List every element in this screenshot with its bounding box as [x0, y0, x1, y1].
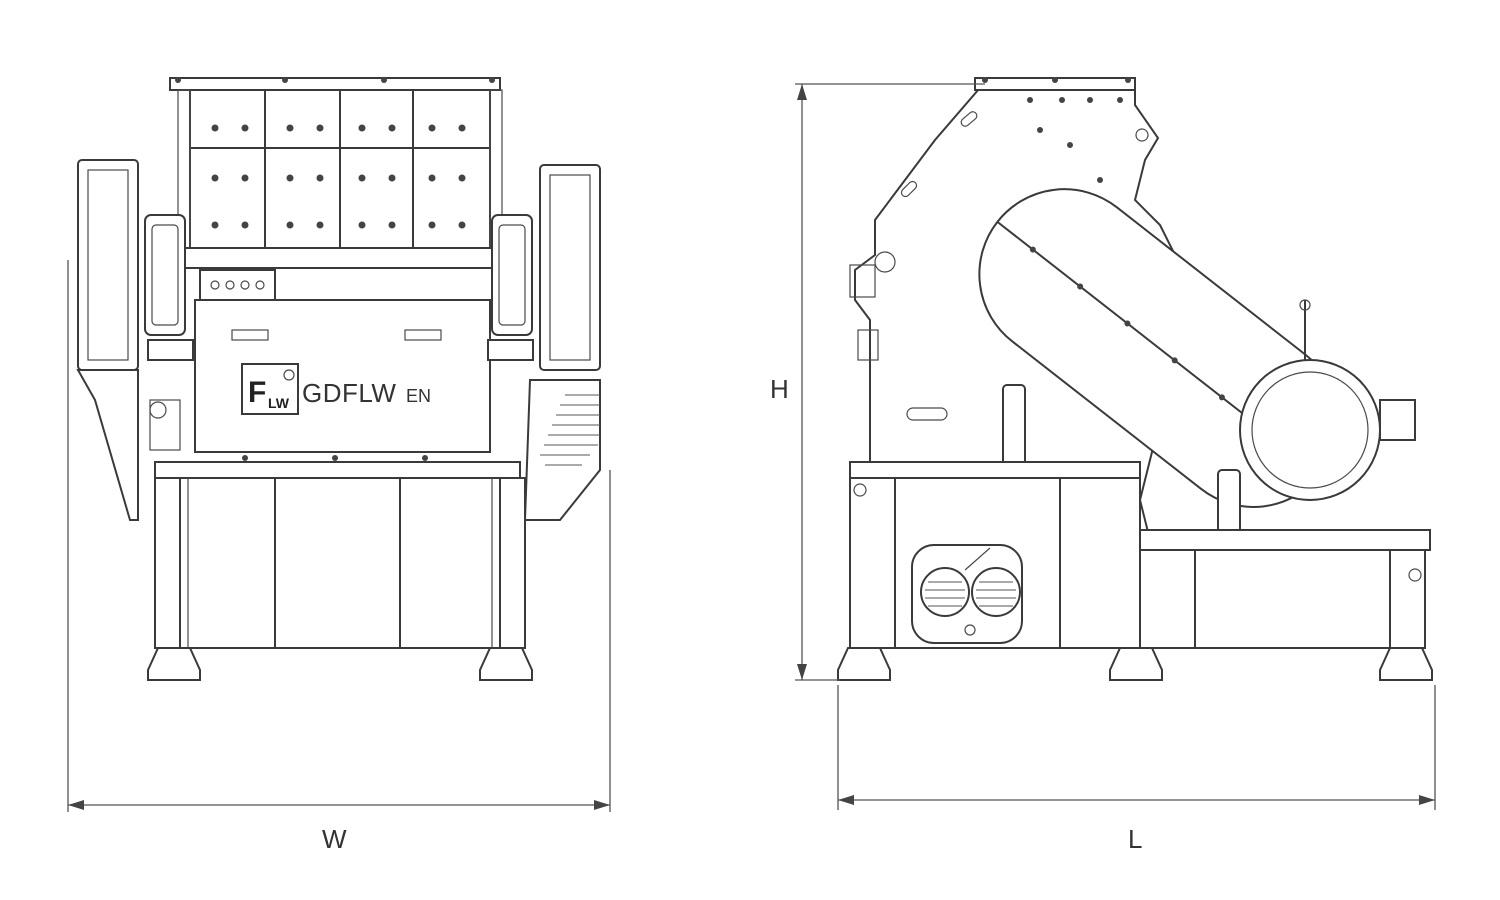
side-view [837, 77, 1433, 681]
length-label: L [1128, 824, 1142, 854]
hopper-bolts [211, 124, 466, 229]
front-view: F LW GDFLW EN [76, 77, 601, 681]
brand-name-suffix: EN [406, 386, 431, 406]
width-dimension: W [67, 260, 611, 854]
height-label: H [770, 374, 789, 404]
logo-letter-f: F [248, 376, 266, 409]
width-label: W [322, 824, 347, 854]
length-dimension: L [837, 685, 1436, 854]
brand-name: GDFLW [302, 378, 396, 408]
hatch-area [540, 394, 600, 466]
height-dimension: H [770, 83, 985, 681]
logo-letters-lw: LW [268, 395, 290, 411]
